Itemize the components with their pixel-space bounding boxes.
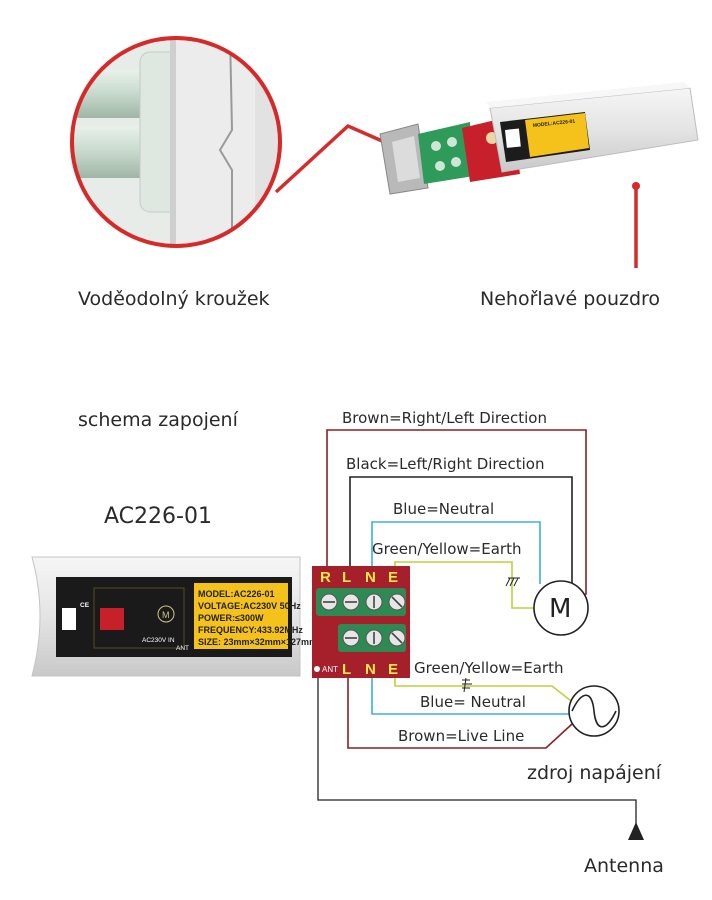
earth-symbol-bottom (462, 677, 472, 693)
label-size: SIZE: 23mm×32mm×127mm (198, 637, 317, 647)
label-green-earth-top: Green/Yellow=Earth (372, 540, 521, 558)
wire-brown-live (347, 676, 573, 749)
device-ce-mark: CE (80, 602, 90, 609)
wire-green-earth-top (394, 561, 534, 609)
label-model: MODEL:AC226-01 (198, 589, 275, 599)
photo-device-label: MODEL:AC226-01 (533, 119, 576, 129)
label-voltage: VOLTAGE:AC230V 50Hz (198, 601, 301, 611)
wire-blue-neutral-top (371, 521, 541, 584)
label-motor-symbol: M (162, 610, 170, 620)
wire-blue-neutral-bottom (371, 676, 570, 715)
seal-pointer-line (274, 123, 399, 194)
wire-black-direction (349, 476, 573, 586)
label-frequency: FREQUENCY:433.92MHz (198, 625, 303, 635)
case-pointer-dot (632, 182, 640, 190)
antenna-label: Antenna (584, 855, 664, 877)
power-source-label: zdroj napájení (527, 762, 662, 784)
diagram-section-title: schema zapojení (78, 409, 239, 431)
power-source-symbol (568, 685, 620, 737)
terminal-l-bottom: L (342, 661, 351, 678)
label-black-direction: Black=Left/Right Direction (346, 455, 544, 473)
terminal-e-top: E (388, 569, 398, 586)
terminal-n-bottom: N (365, 661, 376, 678)
case-label: Nehořlavé pouzdro (480, 288, 660, 310)
magnified-seal-photo (70, 36, 282, 248)
seal-label: Voděodolný kroužek (78, 288, 270, 310)
wire-antenna (317, 676, 637, 836)
terminal-block: R L N E L N E ANT (312, 566, 410, 678)
terminal-screws (320, 593, 406, 647)
label-brown-live: Brown=Live Line (398, 727, 524, 745)
controller-body: CE M AC230V IN ANT MODEL:AC226-01 VOLTAG… (31, 556, 317, 677)
label-small-text: AC230V IN (142, 637, 175, 644)
label-power: POWER:≤300W (198, 613, 264, 623)
wire-green-earth-bottom (394, 676, 581, 709)
antenna-icon (628, 822, 644, 840)
label-ant-small: ANT (176, 645, 189, 652)
wires (317, 429, 637, 836)
model-name: AC226-01 (104, 504, 212, 529)
terminal-e-bottom: E (388, 661, 398, 678)
device-photo: MODEL:AC226-01 (379, 82, 699, 195)
label-blue-neutral-top: Blue=Neutral (393, 500, 494, 518)
motor-label: M (549, 594, 571, 624)
label-brown-direction: Brown=Right/Left Direction (342, 409, 547, 427)
label-blue-neutral-bottom: Blue= Neutral (420, 693, 526, 711)
earth-symbol-top (505, 577, 520, 587)
terminal-r: R (320, 569, 331, 586)
terminal-n-top: N (365, 569, 376, 586)
terminal-ant-label: ANT (322, 665, 338, 674)
label-green-earth-bottom: Green/Yellow=Earth (414, 659, 563, 677)
terminal-l-top: L (342, 569, 351, 586)
motor-symbol: M (533, 580, 589, 636)
